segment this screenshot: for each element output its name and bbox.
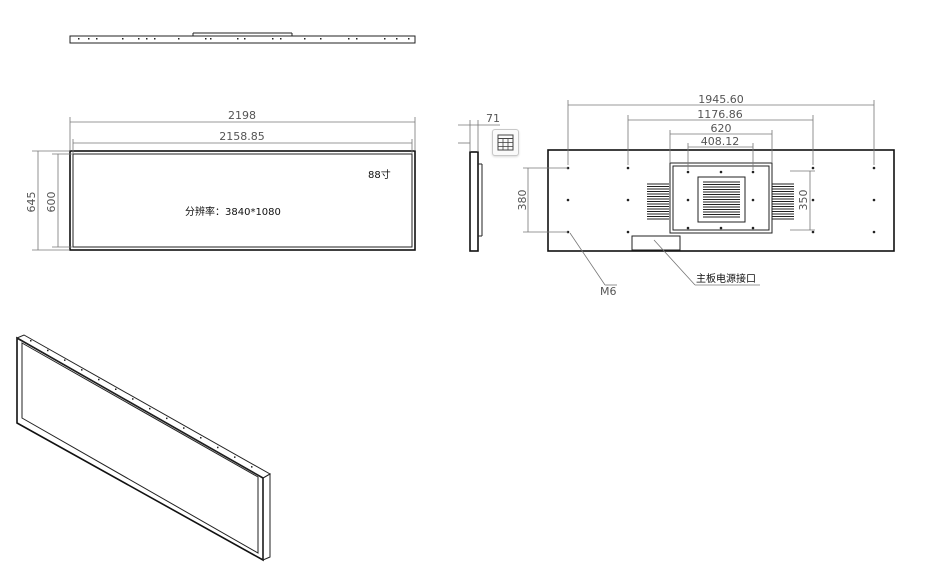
- mount-hole: [132, 398, 134, 400]
- mount-hole: [626, 198, 630, 202]
- mount-hole: [98, 378, 100, 381]
- mount-hole: [78, 38, 80, 40]
- mount-hole: [686, 198, 690, 202]
- mount-hole: [384, 38, 386, 40]
- mount-hole: [348, 38, 350, 40]
- isometric-view: [15, 334, 272, 562]
- dim-1176-86: 1176.86: [697, 108, 743, 121]
- screw-label: M6: [600, 285, 617, 298]
- mount-hole: [178, 38, 180, 40]
- front-view: 2198 2158.85 645 600 88寸 分辨率：3840*1080: [25, 109, 416, 251]
- dim-1945-60: 1945.60: [698, 93, 744, 106]
- mount-hole: [205, 38, 207, 40]
- resolution-label: 分辨率：3840*1080: [185, 205, 281, 218]
- mount-hole: [626, 230, 630, 234]
- dim-620: 620: [711, 122, 732, 135]
- mount-hole: [719, 170, 723, 174]
- mount-hole: [280, 38, 282, 40]
- mount-hole: [356, 38, 358, 40]
- mount-hole: [811, 230, 815, 234]
- mount-hole: [138, 38, 140, 40]
- mount-hole: [81, 369, 83, 371]
- mount-hole: [234, 456, 236, 458]
- mount-hole: [751, 226, 755, 230]
- size-label: 88寸: [368, 168, 391, 181]
- top-view: [69, 32, 416, 44]
- mount-hole: [244, 38, 246, 40]
- mount-hole: [408, 38, 410, 40]
- dim-600: 600: [45, 192, 58, 213]
- mount-hole: [872, 230, 876, 234]
- mount-hole: [88, 38, 90, 40]
- dim-645: 645: [25, 192, 38, 213]
- mount-hole: [115, 388, 117, 390]
- mount-hole: [146, 38, 148, 40]
- mount-hole: [626, 166, 630, 170]
- mount-hole: [872, 198, 876, 202]
- mount-hole: [811, 166, 815, 170]
- dim-71: 71: [486, 112, 500, 125]
- mount-hole: [751, 198, 755, 202]
- mount-hole: [566, 198, 570, 202]
- mount-hole: [47, 349, 49, 352]
- mount-hole: [686, 170, 690, 174]
- table-grid-icon-glyph: [497, 134, 514, 151]
- mount-hole: [304, 38, 306, 40]
- mount-hole: [166, 417, 168, 420]
- mount-hole: [237, 38, 239, 40]
- mount-hole: [811, 198, 815, 202]
- mount-hole: [210, 38, 212, 40]
- side-view: 71: [458, 112, 500, 252]
- back-view: 主板电源接口 M6 1945.60 1176.86 620 408.12 380: [516, 93, 895, 298]
- mount-hole: [122, 38, 124, 40]
- mount-hole: [217, 446, 219, 449]
- mount-hole: [396, 38, 398, 40]
- mount-hole: [320, 38, 322, 40]
- mount-hole: [272, 38, 274, 40]
- power-port-label: 主板电源接口: [696, 272, 756, 285]
- mount-hole: [251, 466, 253, 468]
- table-grid-icon[interactable]: [492, 129, 519, 156]
- mount-hole: [149, 407, 151, 410]
- mount-hole: [64, 359, 66, 361]
- mount-hole: [719, 226, 723, 230]
- dim-350: 350: [797, 190, 810, 211]
- mount-hole: [686, 226, 690, 230]
- mount-hole: [96, 38, 98, 40]
- dim-2158-85: 2158.85: [219, 130, 265, 143]
- mount-hole: [154, 38, 156, 40]
- mount-hole: [183, 427, 185, 429]
- mount-hole: [30, 340, 32, 342]
- dim-2198: 2198: [228, 109, 256, 122]
- dim-380: 380: [516, 190, 529, 211]
- mount-hole: [872, 166, 876, 170]
- mount-hole: [751, 170, 755, 174]
- mount-hole: [200, 437, 202, 439]
- dim-408-12: 408.12: [701, 135, 740, 148]
